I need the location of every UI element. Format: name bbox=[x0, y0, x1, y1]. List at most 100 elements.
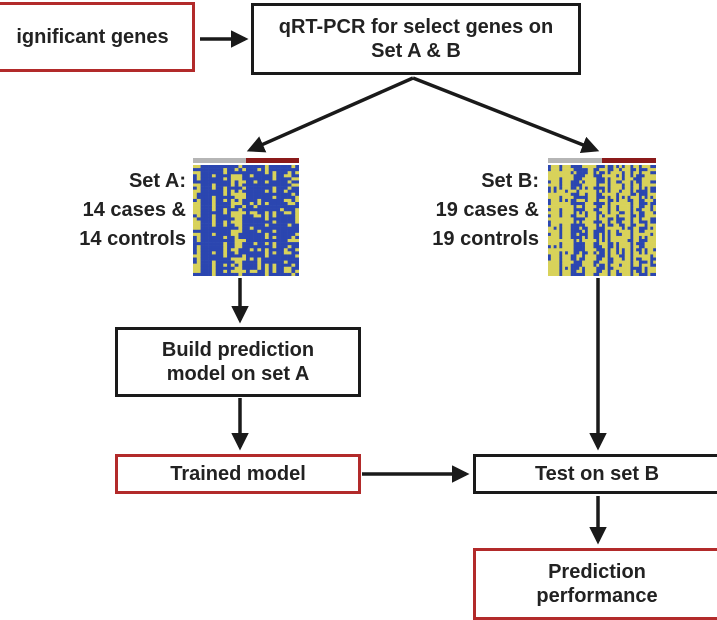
heatmap-cell bbox=[633, 263, 637, 268]
heatmap-cell bbox=[624, 211, 628, 215]
heatmap-cell bbox=[562, 272, 566, 276]
heatmap-cell bbox=[242, 232, 247, 237]
heatmap-cell bbox=[619, 214, 623, 218]
heatmap-cell bbox=[599, 180, 603, 184]
heatmap-cell bbox=[590, 189, 594, 194]
heatmap-cell bbox=[295, 171, 299, 175]
heatmap-cell bbox=[641, 211, 645, 215]
heatmap-cell bbox=[238, 183, 243, 187]
heatmap-cell bbox=[272, 195, 277, 200]
heatmap-cell bbox=[644, 242, 648, 246]
heatmap-cell bbox=[295, 269, 299, 274]
heatmap-cell bbox=[565, 272, 569, 276]
set-b-controls: 19 controls bbox=[432, 228, 539, 250]
heatmap-cell bbox=[291, 251, 296, 255]
heatmap-cell bbox=[582, 242, 586, 246]
heatmap-cell bbox=[211, 192, 217, 197]
heatmap-cell bbox=[242, 180, 247, 184]
heatmap-cell bbox=[257, 214, 262, 218]
heatmap-cell bbox=[596, 272, 600, 276]
heatmap-cell bbox=[550, 242, 554, 246]
heatmap-cell bbox=[621, 235, 626, 240]
heatmap-cell bbox=[246, 180, 251, 184]
heatmap-cell bbox=[604, 223, 608, 227]
heatmap-cell bbox=[200, 217, 205, 221]
heatmap-cell bbox=[280, 217, 285, 221]
heatmap-cell bbox=[619, 248, 623, 252]
heatmap-cell bbox=[227, 266, 232, 271]
heatmap-cell bbox=[621, 254, 626, 258]
heatmap-cell bbox=[579, 254, 583, 258]
heatmap-cell bbox=[621, 220, 626, 224]
heatmap-cell bbox=[234, 174, 239, 178]
heatmap-cell bbox=[227, 192, 232, 197]
heatmap-cell bbox=[593, 180, 597, 184]
heatmap-cell bbox=[196, 232, 201, 237]
heatmap-cell bbox=[242, 226, 247, 231]
heatmap-cell bbox=[219, 245, 224, 249]
heatmap-cell bbox=[570, 254, 574, 258]
heatmap-cell bbox=[287, 260, 292, 264]
heatmap-cell bbox=[562, 229, 566, 234]
heatmap-cell bbox=[246, 266, 251, 271]
heatmap-cell bbox=[616, 260, 620, 264]
heatmap-cell bbox=[624, 239, 628, 243]
heatmap-cell bbox=[227, 245, 232, 249]
heatmap-cell bbox=[616, 186, 620, 190]
heatmap-cell bbox=[559, 192, 563, 197]
heatmap-cell bbox=[593, 208, 597, 212]
heatmap-cell bbox=[638, 260, 643, 264]
heatmap-cell bbox=[291, 211, 296, 215]
heatmap-cell bbox=[582, 266, 586, 271]
heatmap-cell bbox=[548, 254, 552, 258]
heatmap-cell bbox=[553, 245, 557, 249]
heatmap-cell bbox=[584, 232, 589, 237]
heatmap-cell bbox=[616, 248, 620, 252]
heatmap-cell bbox=[246, 208, 251, 212]
heatmap-cell bbox=[200, 269, 205, 274]
heatmap-cell bbox=[219, 239, 224, 243]
heatmap-cell bbox=[630, 174, 634, 178]
heatmap-cell bbox=[208, 239, 213, 243]
heatmap-cell bbox=[607, 226, 611, 231]
heatmap-cell bbox=[246, 192, 251, 197]
heatmap-cell bbox=[200, 180, 205, 184]
heatmap-cell bbox=[641, 205, 645, 209]
heatmap-cell bbox=[604, 232, 608, 237]
heatmap-cell bbox=[234, 269, 239, 274]
heatmap-cell bbox=[562, 239, 566, 243]
heatmap-cell bbox=[604, 269, 608, 274]
heatmap-cell bbox=[280, 171, 285, 175]
heatmap-cell bbox=[246, 263, 251, 268]
heatmap-cell bbox=[638, 205, 643, 209]
heatmap-cell bbox=[264, 220, 270, 224]
heatmap-cell bbox=[276, 189, 281, 194]
heatmap-cell bbox=[272, 251, 277, 255]
heatmap-cell bbox=[227, 248, 232, 252]
heatmap-cell bbox=[253, 254, 258, 258]
heatmap-cell bbox=[621, 189, 626, 194]
heatmap-cell bbox=[249, 254, 254, 258]
heatmap-cell bbox=[599, 195, 603, 200]
heatmap-cell bbox=[280, 165, 285, 169]
heatmap-cell bbox=[607, 242, 611, 246]
heatmap-cell bbox=[641, 186, 645, 190]
heatmap-cell bbox=[295, 165, 299, 169]
heatmap-cell bbox=[550, 195, 554, 200]
heatmap-cell bbox=[630, 189, 634, 194]
heatmap-cell bbox=[653, 192, 656, 197]
heatmap-cell bbox=[647, 254, 651, 258]
heatmap-cell bbox=[208, 189, 213, 194]
heatmap-cell bbox=[272, 260, 277, 264]
heatmap-cell bbox=[230, 198, 235, 203]
heatmap-cell bbox=[582, 198, 586, 203]
heatmap-cell bbox=[613, 202, 617, 206]
heatmap-cell bbox=[627, 186, 631, 190]
heatmap-cell bbox=[291, 192, 296, 197]
heatmap-cell bbox=[641, 195, 645, 200]
heatmap-cell bbox=[593, 214, 597, 218]
heatmap-cell bbox=[264, 254, 270, 258]
heatmap-cell bbox=[624, 248, 628, 252]
heatmap-cell bbox=[602, 229, 606, 234]
heatmap-cell bbox=[242, 195, 247, 200]
